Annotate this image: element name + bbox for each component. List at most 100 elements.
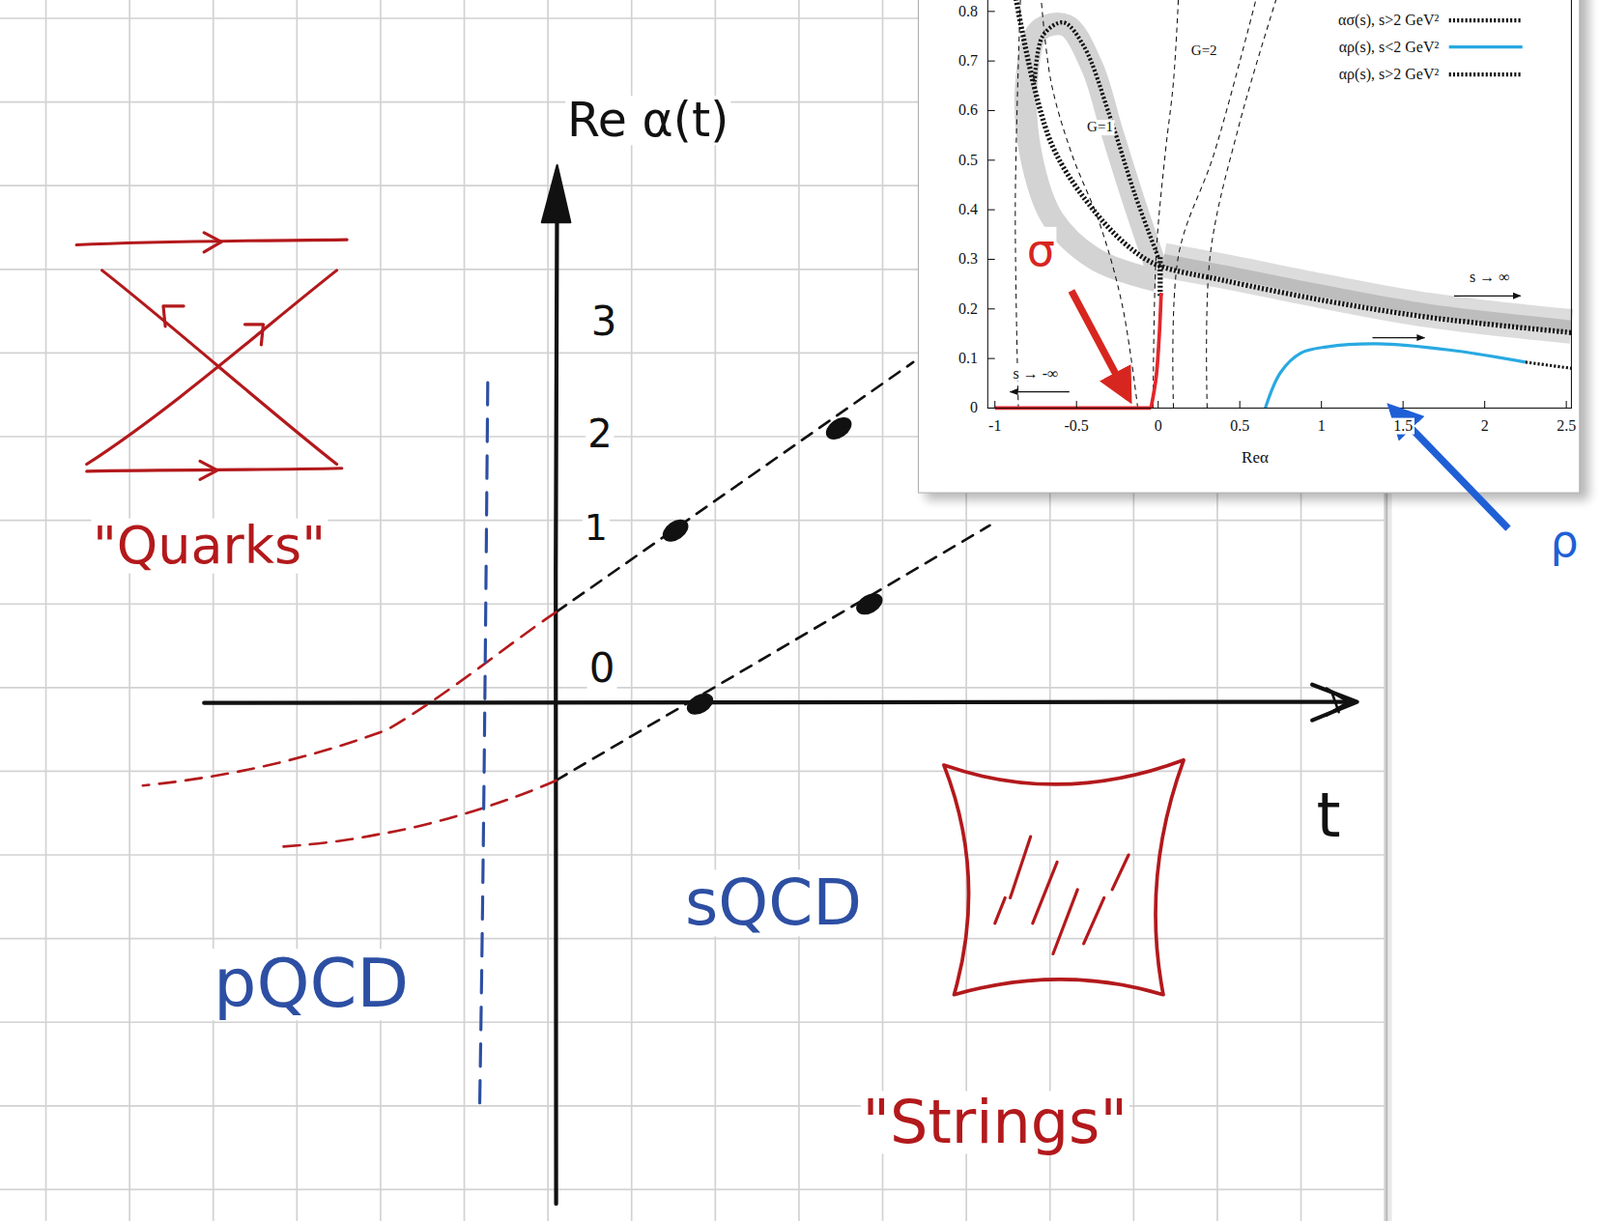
tick-mark [1566,400,1568,408]
quark-arrow [203,232,222,253]
legend-sample [1449,72,1523,77]
legend-text: αρ(s), s<2 GeV² [1339,38,1440,56]
grid-line [128,0,131,1221]
error-band [1163,259,1572,327]
sigma-trajectory [1150,292,1162,408]
legend-entry: ασ(s), s>2 GeV² [1336,11,1441,29]
direction-arrow [1010,391,1070,393]
tick-mark [1157,400,1159,408]
tick-mark [987,308,995,310]
tick-label: 1.5 [1391,418,1415,435]
tick-label: -0.5 [1062,418,1091,435]
tick-mark [987,110,995,112]
grid-line [0,1189,1386,1192]
tick-mark [1320,400,1322,408]
inset-frame [987,0,1572,408]
axis-title: t [1314,783,1343,849]
curve-label: G=1 [1085,119,1115,136]
tick-mark [1484,400,1486,408]
quark-line [76,239,347,245]
grid-line [0,686,1386,689]
inset-curves [995,0,1572,408]
grid-line [295,0,298,1221]
grid-line [0,1105,1386,1108]
tick-mark [1239,400,1241,408]
direction-label: s → -∞ [1010,365,1060,382]
grid-line [882,0,885,1221]
rho-trajectory [1265,343,1526,409]
rho-trajectory [1525,362,1572,369]
string-sheet [943,760,1184,996]
sigma-trajectory [1015,0,1572,333]
grid-line [0,1021,1386,1024]
axis-number: 3 [589,300,620,343]
x-axis-arrowhead [1326,688,1349,715]
region-label: "Strings" [860,1090,1130,1154]
region-boundary [479,382,487,1113]
curve-label: G=2 [1189,43,1220,59]
grid-line [546,0,549,1221]
callout-label: ρ [1547,517,1580,565]
legend-text: αρ(s), s>2 GeV² [1339,65,1440,83]
legend-samples [1449,20,1523,75]
trajectory-line [556,525,991,781]
x-axis-arrowhead [1312,685,1357,721]
axis-title: Reα [1239,449,1271,467]
direction-arrow [1371,337,1425,339]
region-label: pQCD [211,948,411,1021]
inset-ticks [987,11,1567,409]
legend-entry: αρ(s), s<2 GeV² [1337,38,1442,57]
tick-mark [1402,400,1404,408]
grid-line [0,854,1386,857]
tick-label: 0.7 [956,53,980,70]
tick-label: 0.2 [956,300,980,317]
grid-line [798,0,800,1221]
axis-title: Re α(t) [565,95,731,145]
tick-mark [994,400,996,408]
y-axis [555,175,557,1205]
tick-mark [987,358,995,360]
tick-label: -1 [986,418,1003,435]
grid-line [0,602,1386,605]
callout-label: σ [1025,227,1058,274]
grid-line [463,0,466,1221]
tick-label: 0.6 [956,102,980,119]
tick-mark [1076,400,1078,408]
grid-line [45,0,48,1221]
x-axis [203,702,1352,704]
tick-mark [987,209,995,211]
legend-entry: αρ(s), s>2 GeV² [1337,65,1442,84]
tick-label: 1 [1315,418,1328,435]
grid-line [379,0,382,1221]
direction-arrow [1454,295,1521,297]
string-hatching [995,836,1129,954]
sigma-trajectory [1157,255,1163,296]
legend-sample [1449,18,1523,23]
tick-label: 0.8 [956,2,980,20]
axis-number: 0 [587,647,618,690]
region-label: "Quarks" [90,518,328,574]
error-band [1163,259,1572,327]
x-axis-arrowhead [1331,691,1339,713]
inset-panel [918,0,1580,493]
quark-arrow [244,324,263,345]
resonance-dot [823,414,855,444]
legend-sample [1449,45,1523,49]
tick-label: 0 [968,400,980,417]
inset-plot [918,0,1590,529]
resonance-dot [854,590,886,618]
legend-text: ασ(s), s>2 GeV² [1338,11,1439,29]
tick-mark [987,10,995,12]
axis-number: 2 [585,413,614,455]
axis-number: 1 [582,509,610,548]
tick-label: 0.5 [956,151,980,169]
grid-line [212,0,215,1221]
quark-arrow [200,460,218,480]
tick-label: 0.4 [956,201,980,219]
grid-line [0,938,1386,941]
tick-mark [987,258,995,260]
trajectory-continuation [280,780,556,848]
